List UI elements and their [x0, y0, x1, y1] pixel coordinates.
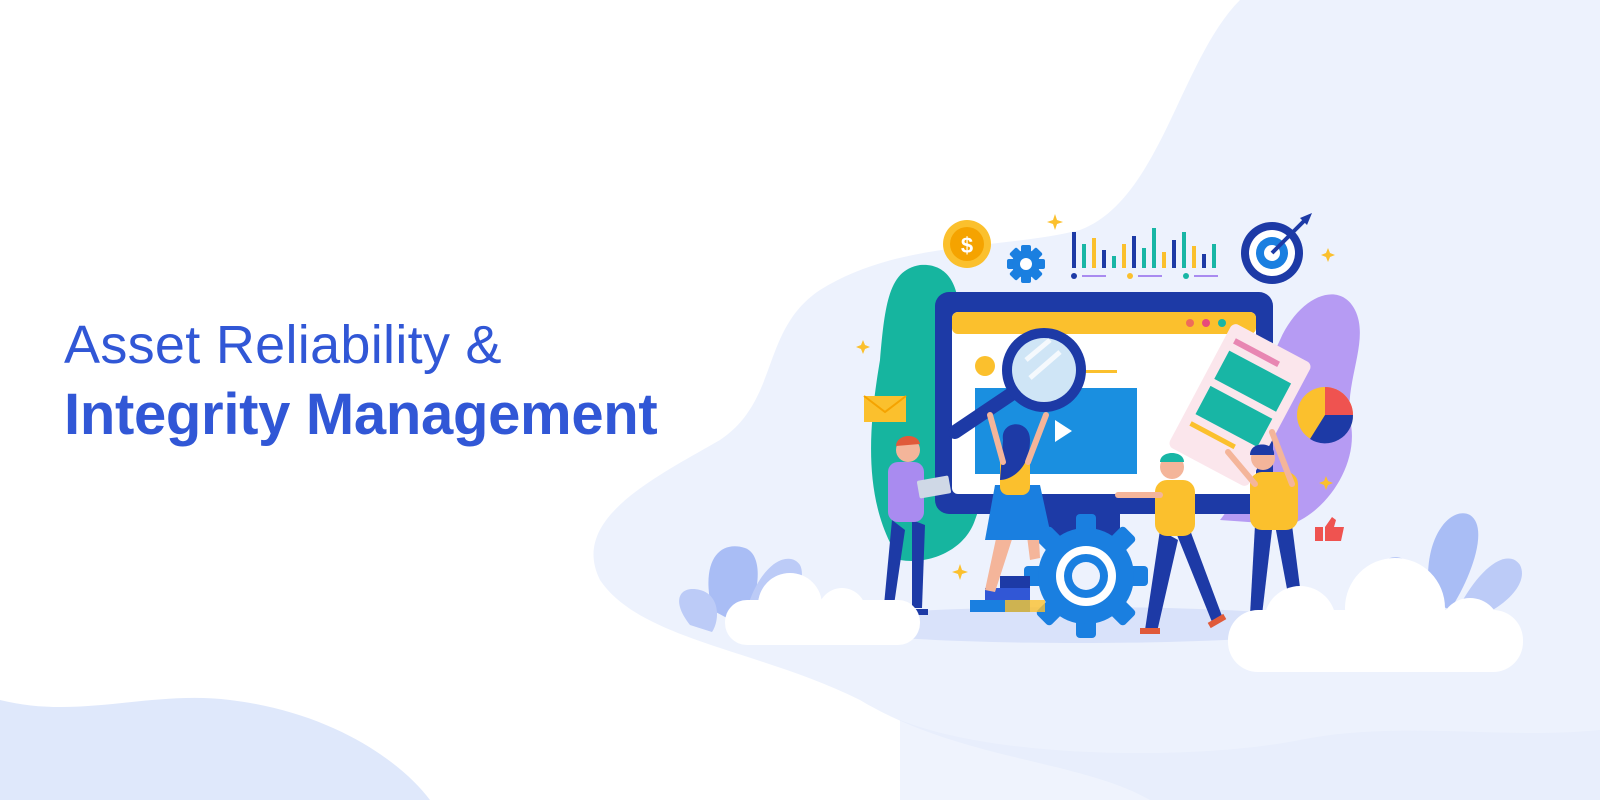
hero-illustration: $	[679, 213, 1523, 672]
coin-icon: $	[943, 220, 991, 268]
gear-icon	[1007, 245, 1045, 283]
hero-title-line2: Integrity Management	[64, 382, 658, 447]
hero-title-line1: Asset Reliability &	[64, 315, 502, 375]
steps	[970, 576, 1045, 612]
bottom-left-blob	[0, 697, 430, 800]
magnifier-icon	[948, 328, 1086, 439]
coin-symbol: $	[961, 233, 973, 258]
hero-title: Asset Reliability & Integrity Management	[64, 315, 658, 447]
gear-large-icon	[1024, 514, 1148, 638]
target-icon	[1241, 213, 1312, 284]
person-man-yellow	[1115, 453, 1227, 634]
cloud-icon	[725, 558, 1523, 672]
thumbs-up-icon	[1315, 517, 1344, 541]
bottom-right-blob	[900, 720, 1600, 800]
person-woman	[985, 412, 1052, 592]
person-man-document	[1225, 429, 1302, 615]
document-icon	[1169, 324, 1311, 486]
envelope-icon	[863, 395, 907, 422]
bar-chart-icon	[1071, 228, 1218, 279]
sparkle-icon	[856, 214, 1335, 580]
pie-chart-icon	[1297, 387, 1354, 444]
person-man-laptop	[878, 435, 952, 615]
